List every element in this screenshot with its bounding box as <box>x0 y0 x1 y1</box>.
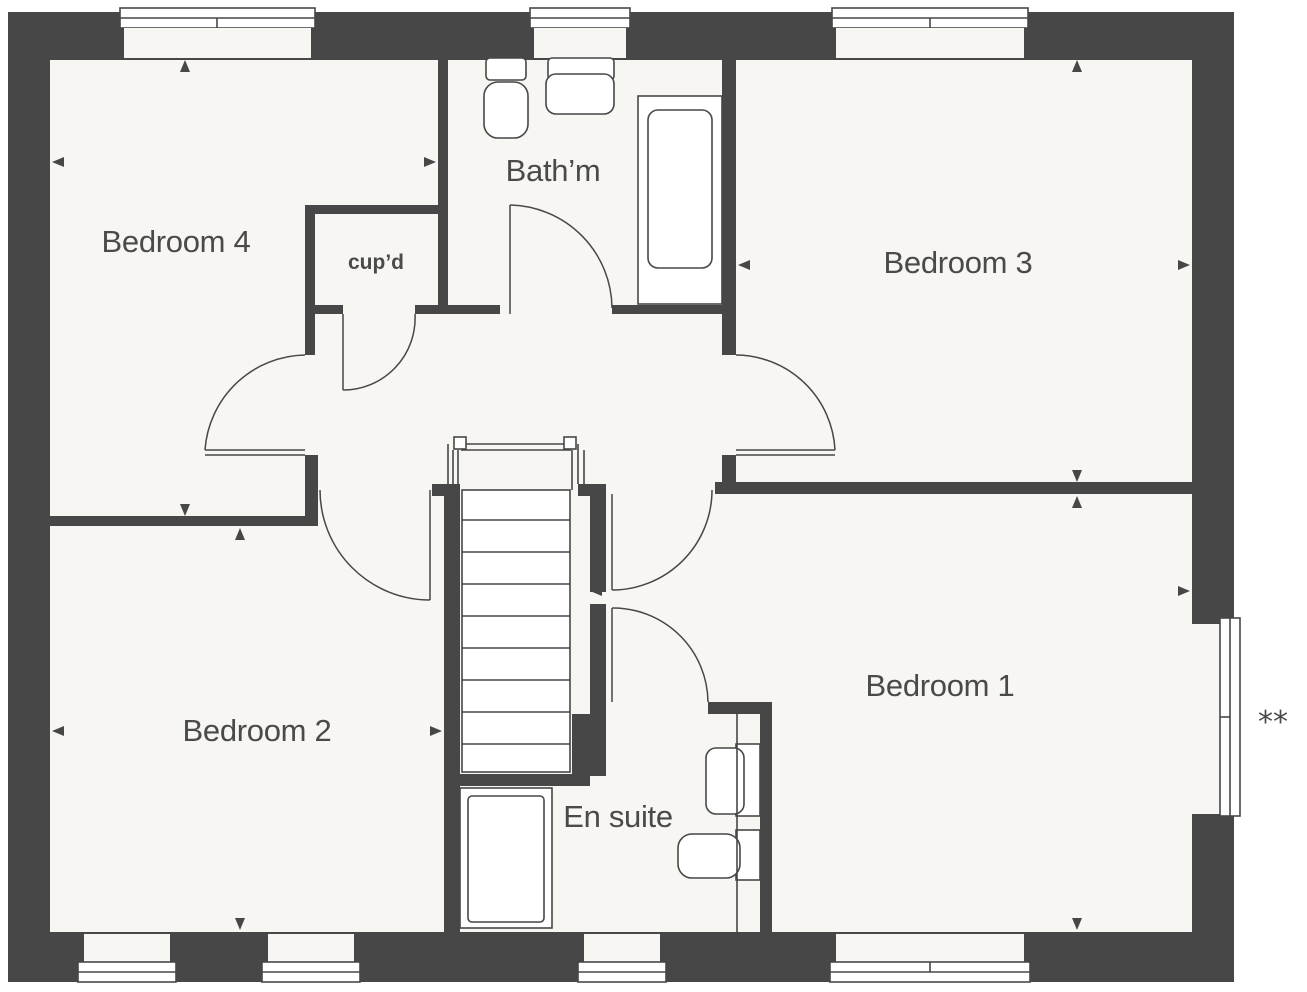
dimension-arrows <box>52 60 1190 930</box>
note-mark: ** <box>1258 705 1288 740</box>
door-ensuite <box>611 607 709 703</box>
interior-walls <box>50 60 1192 932</box>
arrow-bedroom1-left <box>590 586 602 596</box>
arrow-bedroom4-left <box>52 157 64 167</box>
arrow-bedroom2-top <box>235 528 245 540</box>
door-bedroom4 <box>204 354 306 456</box>
arrow-bedroom2-bottom <box>235 918 245 930</box>
door-bedroom3 <box>735 354 836 456</box>
arrow-bedroom4-bottom <box>180 504 190 516</box>
toilet-ensuite <box>677 829 761 881</box>
label-bedroom4: Bedroom 4 <box>102 224 251 259</box>
arrow-bedroom4-top <box>180 60 190 72</box>
door-bedroom1 <box>611 489 713 591</box>
label-bedroom2: Bedroom 2 <box>183 713 332 748</box>
arrow-bedroom3-left <box>738 260 750 270</box>
arrow-bedroom4-right <box>424 157 436 167</box>
basin-bathroom <box>545 57 615 115</box>
label-bedroom1: Bedroom 1 <box>866 668 1015 703</box>
arrow-bedroom1-right <box>1178 586 1190 596</box>
room-labels: Bedroom 4 Bath’m Bedroom 3 cup’d Bedroom… <box>102 153 1033 834</box>
door-cupboard <box>342 313 416 391</box>
bath-bathroom <box>637 95 723 305</box>
label-ensuite: En suite <box>563 799 673 834</box>
arrow-bedroom1-bottom <box>1072 918 1082 930</box>
arrow-bedroom1-top <box>1072 496 1082 508</box>
arrow-bedroom2-left <box>52 726 64 736</box>
arrow-bedroom3-bottom <box>1072 470 1082 482</box>
window-bedroom1-bottom <box>829 934 1031 983</box>
windows <box>77 7 1241 983</box>
ensuite-fixtures <box>459 712 761 932</box>
stair-treads <box>462 519 570 745</box>
staircase <box>447 436 585 773</box>
bathroom-fixtures <box>483 57 723 305</box>
window-bedroom2-right <box>261 934 361 983</box>
window-bedroom2-left <box>77 934 177 983</box>
window-bedroom1-side <box>1192 617 1241 817</box>
door-bedroom2 <box>319 489 431 601</box>
toilet-bathroom <box>483 57 529 139</box>
stair-balustrade <box>447 436 585 490</box>
window-bathroom <box>529 7 631 58</box>
window-ensuite <box>577 934 667 983</box>
shower-ensuite <box>459 787 553 929</box>
doors <box>204 204 836 703</box>
arrow-bedroom3-top <box>1072 60 1082 72</box>
arrow-bedroom3-right <box>1178 260 1190 270</box>
label-bathroom: Bath’m <box>506 153 601 188</box>
basin-ensuite <box>705 743 761 817</box>
outer-walls <box>8 12 1234 982</box>
door-bathroom <box>509 204 613 314</box>
window-bedroom3 <box>831 7 1029 58</box>
label-cupboard: cup’d <box>348 251 404 274</box>
arrow-bedroom2-right <box>430 726 442 736</box>
label-bedroom3: Bedroom 3 <box>884 245 1033 280</box>
window-bedroom4 <box>119 7 316 58</box>
